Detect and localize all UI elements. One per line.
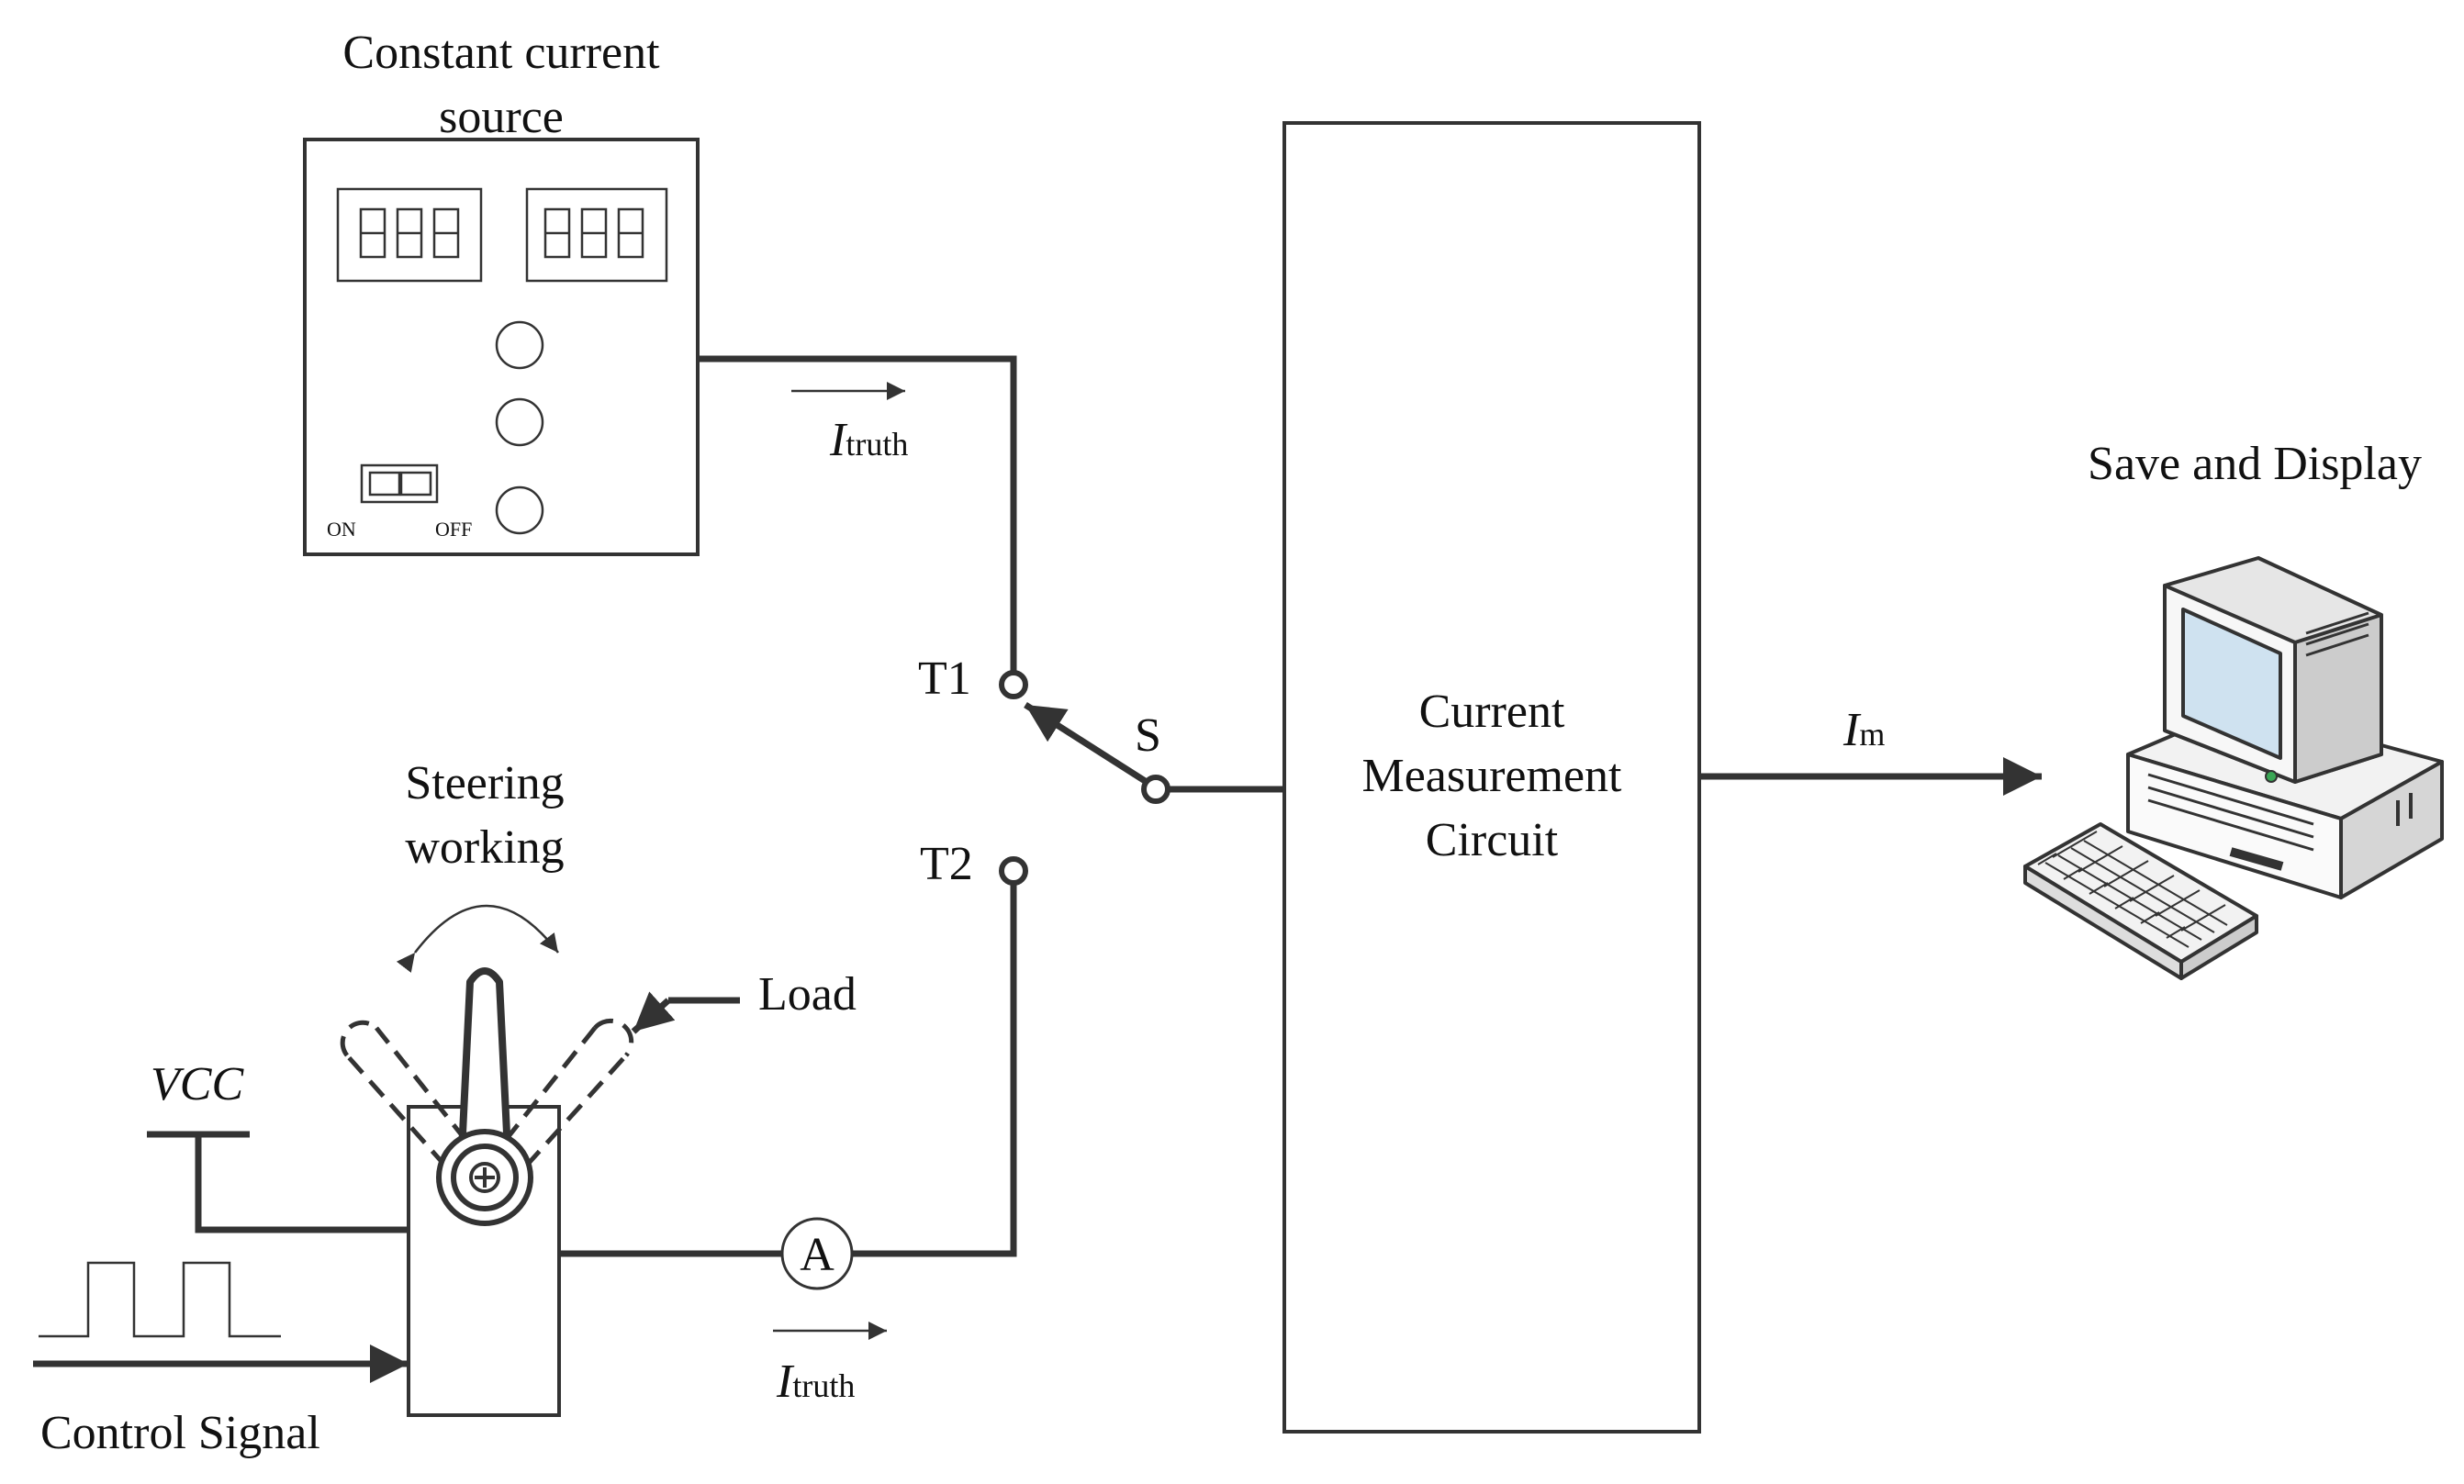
- terminal-t1: [999, 670, 1028, 699]
- knob-1: [495, 320, 544, 370]
- itruth-bottom-label: Itruth: [776, 1356, 855, 1408]
- steering-label-line2: working: [405, 821, 564, 874]
- drive-slot-icon: [2229, 847, 2284, 871]
- ammeter-label: A: [800, 1229, 834, 1281]
- measurement-label-line3: Circuit: [1426, 814, 1559, 866]
- measurement-label-line1: Current: [1419, 686, 1565, 738]
- switch-s-blade: [1024, 702, 1151, 787]
- terminal-t2: [999, 856, 1028, 886]
- control-signal-label: Control Signal: [40, 1407, 320, 1459]
- wire-source-to-t1: [698, 355, 1017, 677]
- computer-icon: [2023, 556, 2444, 980]
- steering-motion-arrow: [396, 904, 559, 973]
- constant-current-source-label-line2: source: [439, 91, 564, 143]
- constant-current-source: Constant current source ON OFF: [303, 27, 700, 556]
- servo-arm: [457, 967, 512, 1175]
- constant-current-source-label-line1: Constant current: [342, 27, 660, 79]
- power-led-icon: [2265, 770, 2278, 783]
- steering-servo: Steering working Load: [340, 757, 857, 1417]
- pwm-waveform-icon: [39, 1261, 281, 1338]
- wire-vcc-to-servo: [195, 1134, 409, 1233]
- switch-s-label: S: [1135, 709, 1161, 762]
- knob-3: [495, 485, 544, 535]
- switch-off-label: OFF: [435, 518, 472, 541]
- knob-2: [495, 397, 544, 447]
- display-right: [525, 187, 668, 283]
- t1-label: T1: [918, 653, 971, 705]
- load-label: Load: [758, 968, 857, 1021]
- current-source-panel: [303, 138, 700, 556]
- display-left: [336, 187, 483, 283]
- itruth-top-label: Itruth: [829, 414, 908, 466]
- current-measurement-circuit: [1282, 121, 1701, 1434]
- power-switch: [360, 463, 439, 504]
- steering-label-line1: Steering: [405, 757, 564, 809]
- wire-t2-to-ammeter: [852, 883, 1017, 1257]
- im-label: Im: [1842, 704, 1885, 756]
- save-display-label: Save and Display: [2088, 438, 2422, 490]
- load-callout-arrow: [631, 991, 676, 1034]
- measurement-label-line2: Measurement: [1361, 750, 1622, 802]
- switch-s-pivot: [1141, 775, 1170, 804]
- vcc-label: VCC: [151, 1058, 244, 1110]
- switch-on-label: ON: [327, 518, 356, 541]
- t2-label: T2: [920, 838, 973, 890]
- monitor-screen: [2181, 608, 2282, 760]
